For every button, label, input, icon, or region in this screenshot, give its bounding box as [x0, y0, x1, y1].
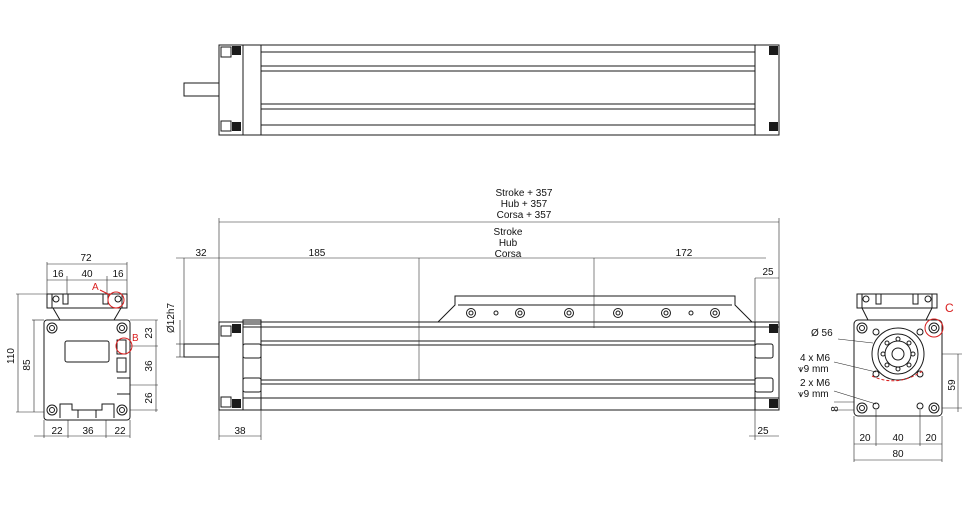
- carriage-bolts: [466, 308, 720, 318]
- top-view: [183, 44, 780, 136]
- dim-12h7: Ø12h7: [166, 303, 177, 333]
- left-dim-40: 40: [81, 269, 93, 280]
- carriage: [436, 295, 754, 323]
- detail-c-circle: [924, 318, 944, 338]
- right-dim-40: 40: [892, 433, 904, 444]
- right-dimensions: [833, 338, 962, 462]
- stroke-label-1: Stroke: [494, 227, 523, 238]
- right-dim-2m6: 2 x M6: [800, 378, 830, 389]
- left-dim-85: 85: [22, 359, 33, 371]
- detail-b-label: B: [132, 333, 139, 344]
- left-dim-36v: 36: [144, 360, 155, 372]
- left-dim-23: 23: [144, 327, 155, 339]
- left-dim-110: 110: [6, 348, 17, 364]
- dim-32: 32: [195, 248, 207, 259]
- right-dim-9mm-a: ⩛9 mm: [798, 364, 829, 375]
- detail-c-label: C: [945, 301, 954, 315]
- left-dim-22b: 22: [114, 426, 126, 437]
- right-dim-80: 80: [892, 449, 904, 460]
- dim-38: 38: [234, 426, 246, 437]
- detail-c-arc: [871, 369, 925, 382]
- top-view-body: [218, 44, 780, 136]
- dim-172: 172: [676, 248, 693, 259]
- left-dim-16a: 16: [52, 269, 64, 280]
- right-dim-59: 59: [947, 379, 958, 391]
- stroke-plus-label-1: Stroke + 357: [496, 188, 553, 199]
- left-dimensions: [16, 262, 158, 438]
- front-view: [183, 258, 780, 411]
- left-dim-36h: 36: [82, 426, 94, 437]
- left-dim-22a: 22: [51, 426, 63, 437]
- stroke-plus-label-3: Corsa + 357: [497, 210, 552, 221]
- right-dim-20a: 20: [859, 433, 871, 444]
- left-dim-16b: 16: [112, 269, 124, 280]
- front-view-body: [218, 321, 780, 411]
- dim-185: 185: [309, 248, 326, 259]
- right-dim-56: Ø 56: [811, 328, 833, 339]
- detail-b-circle: [115, 337, 133, 355]
- top-view-shaft: [183, 82, 220, 97]
- detail-a-circle: [107, 291, 125, 309]
- stroke-plus-label-2: Hub + 357: [501, 199, 548, 210]
- dim-25-top: 25: [762, 267, 774, 278]
- stroke-label-3: Corsa: [495, 249, 522, 260]
- front-dimensions: [176, 218, 780, 440]
- dim-25-bottom: 25: [757, 426, 769, 437]
- right-dim-4m6: 4 x M6: [800, 353, 830, 364]
- right-end-view: [853, 293, 943, 417]
- front-view-shaft: [183, 343, 220, 358]
- left-dim-72: 72: [80, 253, 92, 264]
- right-dim-20b: 20: [925, 433, 937, 444]
- detail-a-label: A: [92, 282, 99, 293]
- left-dim-26: 26: [144, 392, 155, 404]
- right-dim-8: 8: [830, 406, 841, 412]
- left-end-view: [43, 293, 131, 421]
- right-dim-9mm-b: ⩛9 mm: [798, 389, 829, 400]
- stroke-label-2: Hub: [499, 238, 518, 249]
